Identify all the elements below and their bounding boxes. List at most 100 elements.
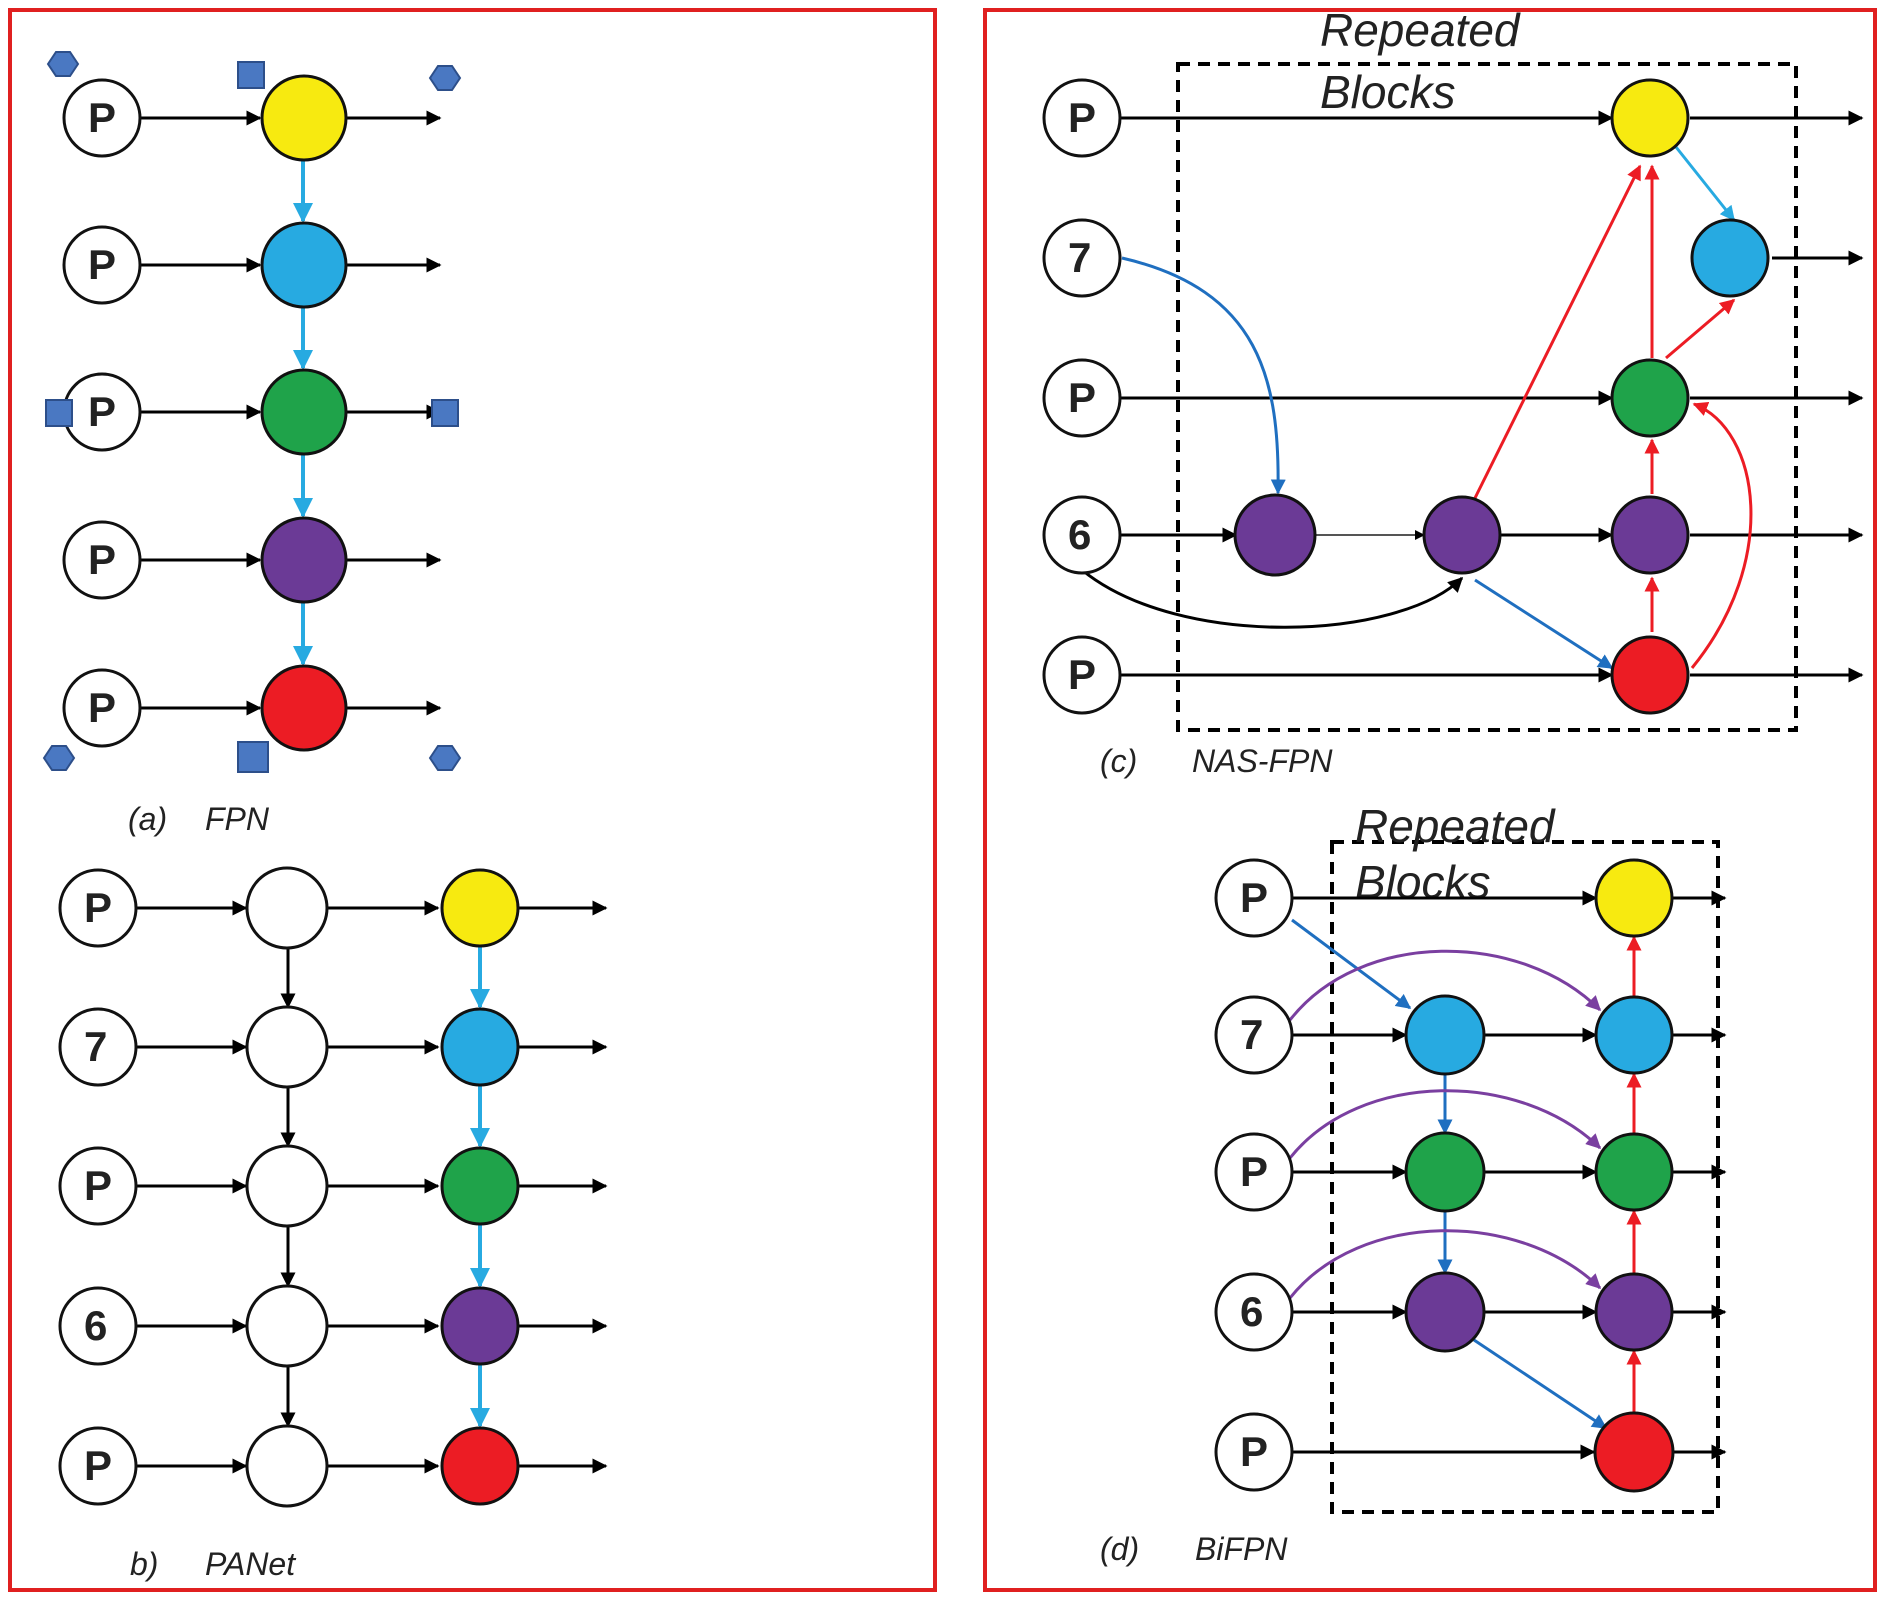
input-node-label: P: [88, 684, 116, 731]
input-node: [58, 868, 138, 948]
bifpn-caption-tag: (d): [1100, 1531, 1139, 1567]
fpn-feature-node: [260, 221, 348, 309]
edge-arrow: [1665, 298, 1736, 360]
panet-output-node: [440, 1007, 520, 1087]
input-node: [1214, 858, 1294, 938]
curved-edge-arrow: [1081, 568, 1464, 629]
input-node-label: 7: [1068, 234, 1091, 281]
input-node-label: 6: [84, 1302, 107, 1349]
square-marker: [237, 741, 269, 773]
repeated-blocks-label: Blocks: [1355, 856, 1490, 908]
bifpn-intermediate-node: [1404, 994, 1486, 1076]
nas-fpn-output-node: [1610, 78, 1690, 158]
input-node-label: P: [1240, 1148, 1268, 1195]
input-node-label: P: [84, 884, 112, 931]
fpn-feature-node: [260, 664, 348, 752]
panet-output-node: [440, 1146, 520, 1226]
square-marker: [45, 399, 73, 427]
input-node: [58, 1146, 138, 1226]
fpn-diagram: P P P P P (a) FPN: [42, 51, 462, 837]
hexagon-marker: [428, 65, 462, 91]
hexagon-marker: [42, 745, 76, 771]
input-node-label: P: [1240, 1428, 1268, 1475]
input-node: [1042, 495, 1122, 575]
input-node-label: P: [1068, 651, 1096, 698]
edge-arrow: [1473, 1338, 1608, 1430]
panet-caption-tag: b): [130, 1546, 158, 1582]
repeated-blocks-label: Repeated: [1320, 4, 1521, 56]
bifpn-output-node: [1594, 858, 1674, 938]
edge-arrow: [1670, 141, 1736, 222]
input-node-label: P: [84, 1442, 112, 1489]
square-marker: [237, 61, 265, 89]
nas-fpn-output-node: [1610, 495, 1690, 575]
input-node-label: P: [88, 241, 116, 288]
input-node-label: P: [1068, 374, 1096, 421]
panet-caption-name: PANet: [205, 1546, 296, 1582]
fpn-feature-node: [260, 516, 348, 604]
fpn-feature-node: [260, 74, 348, 162]
input-node-label: 7: [84, 1023, 107, 1070]
bifpn-output-node: [1594, 995, 1674, 1075]
curved-edge-arrow: [1288, 1229, 1602, 1299]
nas-fpn-caption-name: NAS-FPN: [1192, 743, 1333, 779]
edge-arrow: [1474, 578, 1614, 670]
nas-fpn-caption-tag: (c): [1100, 743, 1137, 779]
panet-intermediate-node: [245, 1144, 329, 1228]
curved-edge-arrow: [1288, 949, 1602, 1021]
panet-output-node: [440, 1286, 520, 1366]
nas-fpn-output-node: [1610, 635, 1690, 715]
bifpn-output-node: [1594, 1272, 1674, 1352]
hexagon-marker: [428, 745, 462, 771]
panet-intermediate-node: [245, 1424, 329, 1508]
input-node: [1214, 1412, 1294, 1492]
shape-markers: [42, 51, 462, 773]
right-panel-border: [983, 8, 1877, 1592]
repeated-blocks-label: Blocks: [1320, 66, 1455, 118]
input-node: [62, 668, 142, 748]
input-node: [1042, 218, 1122, 298]
hexagon-marker: [46, 51, 80, 77]
input-node-label: 7: [1240, 1011, 1263, 1058]
curved-edge-arrow: [1288, 1089, 1602, 1159]
panet-output-node: [440, 1426, 520, 1506]
input-node: [62, 225, 142, 305]
fpn-caption-tag: (a): [128, 801, 167, 837]
left-panel-border: [8, 8, 937, 1592]
square-marker: [431, 399, 459, 427]
input-node: [1042, 635, 1122, 715]
nas-fpn-output-node: [1690, 218, 1770, 298]
input-node: [62, 78, 142, 158]
input-node-label: P: [1240, 874, 1268, 921]
input-node-label: P: [88, 94, 116, 141]
input-node-label: P: [88, 536, 116, 583]
input-node-label: P: [88, 388, 116, 435]
repeated-blocks-label: Repeated: [1355, 800, 1556, 852]
input-node: [1214, 995, 1294, 1075]
input-node: [1042, 78, 1122, 158]
bifpn-output-node: [1594, 1132, 1674, 1212]
panet-intermediate-node: [245, 1005, 329, 1089]
input-node-label: 6: [1240, 1288, 1263, 1335]
edge-arrow: [1473, 164, 1642, 499]
bifpn-output-node: [1593, 1411, 1675, 1493]
input-node: [58, 1426, 138, 1506]
curved-edge-arrow: [1121, 256, 1286, 495]
input-node: [62, 520, 142, 600]
fpn-feature-node: [260, 368, 348, 456]
bifpn-intermediate-node: [1404, 1131, 1486, 1213]
bifpn-intermediate-node: [1404, 1271, 1486, 1353]
fpn-caption-name: FPN: [205, 801, 270, 837]
input-node-label: P: [1068, 94, 1096, 141]
curved-edge-arrow: [1690, 401, 1753, 669]
panet-intermediate-node: [245, 866, 329, 950]
edge-arrow: [1291, 918, 1412, 1010]
input-node: [58, 1007, 138, 1087]
nas-fpn-intermediate-node: [1233, 493, 1317, 577]
nas-fpn-intermediate-node: [1422, 495, 1502, 575]
